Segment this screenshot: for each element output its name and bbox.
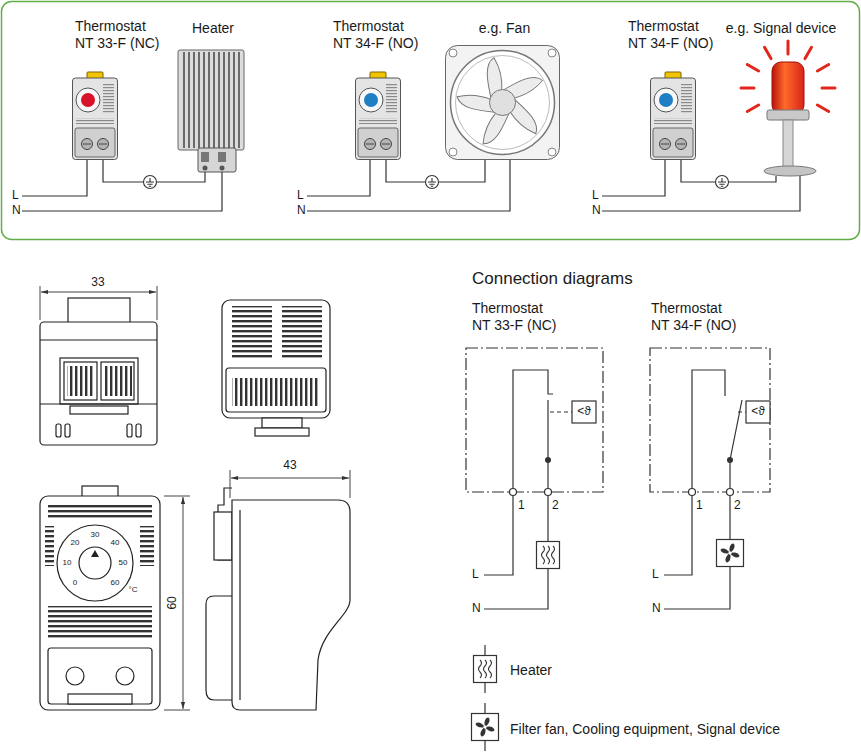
node-heading: e.g. Fan: [445, 20, 564, 37]
node-heading: Thermostat NT 34-F (NO): [333, 18, 421, 52]
line-name: L: [652, 568, 659, 582]
fan-unit: e.g. Fan: [445, 20, 564, 160]
legend-text: Heater: [510, 662, 552, 678]
line-name-text: N: [592, 204, 601, 218]
dial-scale-text: 40: [111, 538, 120, 547]
legend-row: Heater: [510, 661, 552, 679]
dial-scale-text: 0: [73, 578, 77, 587]
node-heading: Thermostat NT 34-F (NO): [628, 18, 716, 52]
temperature-symbol-text: <ϑ: [751, 405, 765, 419]
line-name: L: [472, 568, 479, 582]
thermostat-unit: Thermostat NT 34-F (NO): [333, 18, 425, 160]
terminal-number-text: 1: [518, 499, 525, 513]
thermostat-unit: Thermostat NT 33-F (NC): [72, 18, 164, 160]
terminal-number: 1: [696, 499, 703, 513]
dial-scale-text: 10: [63, 558, 72, 567]
dial-scale: 0: [73, 578, 77, 587]
line-name-text: L: [472, 568, 479, 582]
wire: [681, 160, 776, 182]
line-name: N: [592, 204, 601, 218]
thermostat-unit: Thermostat NT 34-F (NO): [628, 18, 720, 160]
dial-scale: 30: [91, 530, 100, 539]
dimension-text: 33: [91, 276, 104, 290]
line-name-text: N: [12, 204, 21, 218]
dial-scale: 10: [63, 558, 72, 567]
dial-scale-text: 50: [119, 558, 128, 567]
line-name: L: [12, 189, 19, 203]
line-name-text: L: [297, 189, 304, 203]
line-name: N: [12, 204, 21, 218]
line-name-text: N: [297, 204, 306, 218]
dial-scale: 40: [111, 538, 120, 547]
heater-unit: Heater: [176, 20, 250, 172]
temperature-symbol: <ϑ: [577, 405, 591, 419]
dimension: 60: [166, 596, 180, 609]
node-heading: e.g. Signal device: [720, 20, 842, 37]
connection-diagram-box: Thermostat NT 33-F (NC): [466, 300, 603, 492]
line-name: L: [297, 189, 304, 203]
line-name-text: L: [592, 189, 599, 203]
line-name: N: [472, 602, 481, 616]
section-heading: Connection diagrams: [472, 269, 633, 289]
line-name: N: [297, 204, 306, 218]
terminal-number: 2: [552, 499, 559, 513]
terminal-number: 2: [734, 499, 741, 513]
terminal-number-text: 2: [734, 499, 741, 513]
dimension-text: 60: [166, 596, 180, 609]
temperature-symbol: <ϑ: [751, 405, 765, 419]
dimension-text: 43: [283, 459, 296, 473]
line-name-text: L: [652, 568, 659, 582]
terminal-number-text: 2: [552, 499, 559, 513]
dial-unit: °C: [129, 585, 138, 594]
node-heading: Heater: [176, 20, 250, 37]
dimension: 43: [283, 459, 296, 473]
line-name: L: [592, 189, 599, 203]
line-name-text: N: [472, 602, 481, 616]
terminal-number: 1: [518, 499, 525, 513]
line-name-text: N: [652, 602, 661, 616]
terminal-number-text: 1: [696, 499, 703, 513]
temperature-symbol-text: <ϑ: [577, 405, 591, 419]
line-name-text: L: [12, 189, 19, 203]
legend-row: Filter fan, Cooling equipment, Signal de…: [510, 720, 780, 738]
node-heading: Thermostat NT 33-F (NC): [75, 18, 163, 52]
connection-diagram-box: Thermostat NT 34-F (NO): [650, 300, 770, 492]
signal-device-unit: e.g. Signal device: [720, 20, 842, 176]
dimension: 33: [91, 276, 104, 290]
legend-text: Filter fan, Cooling equipment, Signal de…: [510, 721, 780, 737]
dial-scale: 20: [71, 538, 80, 547]
dial-scale: 50: [119, 558, 128, 567]
section-heading-text: Connection diagrams: [472, 269, 633, 289]
dial-scale-text: 30: [91, 530, 100, 539]
line-name: N: [652, 602, 661, 616]
dial-scale: 60: [111, 578, 120, 587]
dial-scale-text: 20: [71, 538, 80, 547]
node-heading: Thermostat NT 33-F (NC): [472, 300, 560, 334]
dial-scale-text: 60: [111, 578, 120, 587]
dial-unit-text: °C: [129, 585, 138, 594]
node-heading: Thermostat NT 34-F (NO): [651, 300, 739, 334]
